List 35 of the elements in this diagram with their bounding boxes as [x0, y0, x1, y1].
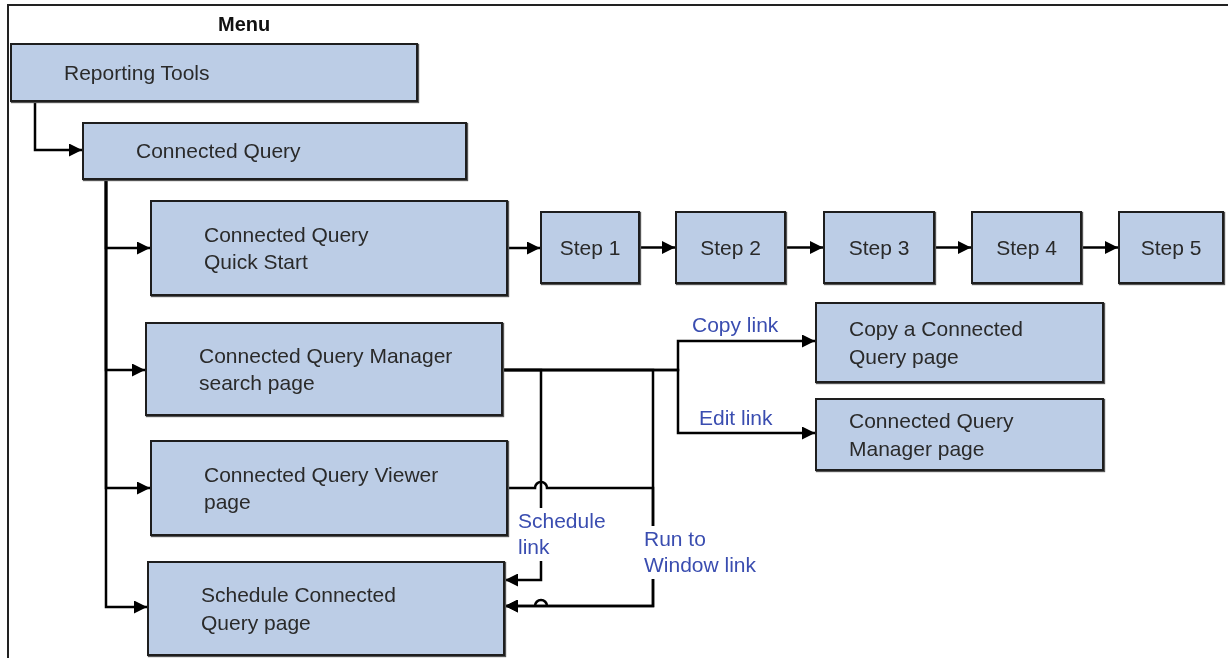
box-label: Reporting Tools: [64, 59, 211, 86]
box-label: Connected Query Manager search page: [199, 342, 454, 396]
process-box: [1118, 211, 1224, 284]
box-label: Connected Query Viewer page: [204, 461, 440, 515]
arrow: [104, 180, 147, 614]
menu-heading: Menu: [218, 13, 271, 36]
arrow: [508, 241, 540, 255]
box-label: Step 4: [996, 234, 1057, 261]
arrow: [33, 102, 82, 157]
process-box: [823, 211, 935, 284]
process-box: [815, 398, 1104, 471]
arrow: [640, 241, 675, 254]
process-box: [971, 211, 1082, 284]
process-box: [540, 211, 640, 284]
box-label: Connected Query Manager page: [849, 408, 1015, 462]
process-box: [10, 43, 418, 102]
arrow: [1082, 241, 1118, 254]
box-label: Connected Query Quick Start: [204, 221, 370, 275]
box-label: Schedule Connected Query page: [201, 582, 397, 636]
arrow: [786, 241, 823, 254]
process-box: [147, 561, 505, 656]
process-box: [150, 440, 508, 536]
process-box: [815, 302, 1104, 383]
box-label: Connected Query: [136, 138, 302, 165]
box-label: Step 1: [559, 234, 621, 261]
box-label: Step 5: [1140, 234, 1202, 261]
box-label: Step 3: [848, 234, 910, 261]
arrow: [505, 480, 655, 613]
process-box: [145, 322, 503, 416]
process-box: [82, 122, 467, 180]
process-box: [150, 200, 508, 296]
process-box: [675, 211, 786, 284]
box-label: Step 2: [700, 234, 761, 261]
arrow: [935, 241, 971, 254]
box-label: Copy a Connected Query page: [849, 316, 1024, 370]
